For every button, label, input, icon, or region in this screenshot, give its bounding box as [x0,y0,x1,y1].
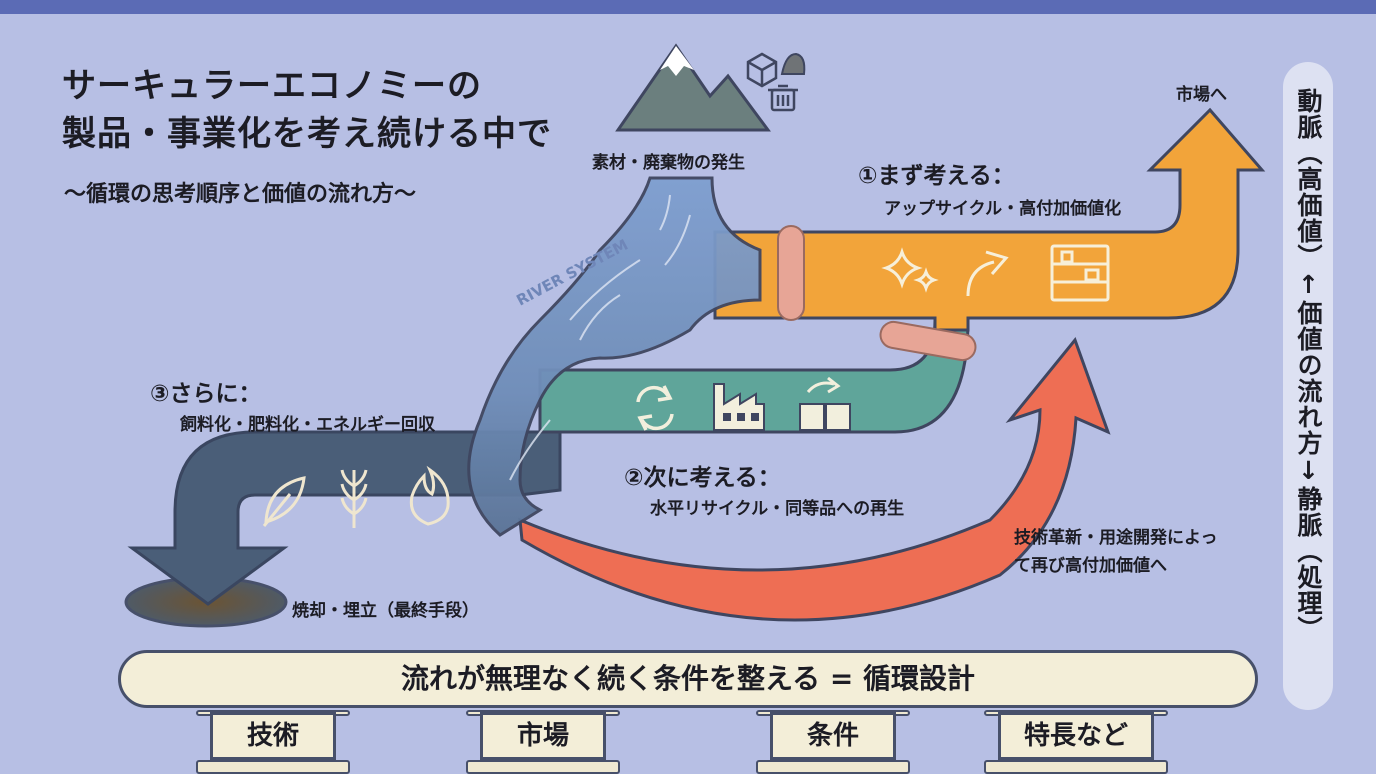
growth-arrow-icon [966,250,1009,297]
recovery-flow-arrow [127,430,562,606]
wheat-icon [340,469,368,528]
rock-icon [780,52,806,75]
step3-title: ③さらに： [150,381,262,407]
step2-title: ②次に考える： [624,465,781,491]
pillar-label: 技術 [210,712,336,760]
page-subtitle: 〜循環の思考順序と価値の流れ方〜 [64,182,417,207]
pillar-base [984,760,1168,774]
recycle-icon [636,385,674,431]
pillar-label: 条件 [770,712,896,760]
circular-design-banner: 流れが無理なく続く条件を整える = 循環設計 [118,650,1258,708]
source-label: 素材・廃棄物の発生 [592,153,745,173]
title-line-2: 製品・事業化を考え続ける中で [62,114,552,154]
pillar-base [466,760,620,774]
step1-title: ①まず考える： [858,163,1015,189]
innovation-line-2: て再び高付加価値へ [1014,556,1167,576]
factory-icon [713,383,765,431]
step2-description: 水平リサイクル・同等品への再生 [650,499,905,519]
product-shelf-icon [1050,244,1110,302]
valve-upcycle [777,225,805,321]
sparkle-icon [881,247,939,293]
mountain-icon [615,43,771,132]
leaf-icon [262,476,306,527]
pillar-base [196,760,350,774]
disposal-label: 焼却・埋立（最終手段） [292,601,479,621]
innovation-return-arrow [518,336,1111,622]
trash-icon [768,84,798,112]
reuse-boxes-icon [799,376,851,431]
upcycle-flow-arrow [713,107,1266,332]
innovation-label: 技術革新・用途開発によっ て再び高付加価値へ [1014,524,1218,580]
river-streaks [509,194,691,481]
step1-description: アップサイクル・高付加価値化 [884,199,1122,219]
page-title: サーキュラーエコノミーの 製品・事業化を考え続ける中で [62,62,552,158]
market-label: 市場へ [1176,85,1227,105]
flame-icon [409,465,450,526]
value-flow-sidebar-text: 動脈（高価値）↑価値の流れ方↓静脈（処理） [1294,88,1323,642]
pillar-label: 市場 [480,712,606,760]
pillar-base [756,760,910,774]
step3-description: 飼料化・肥料化・エネルギー回収 [180,415,435,435]
box-icon [746,52,778,88]
value-flow-sidebar: 動脈（高価値）↑価値の流れ方↓静脈（処理） [1283,62,1333,710]
valve-recycle [879,320,977,362]
innovation-line-1: 技術革新・用途開発によっ [1014,528,1218,548]
pillar-label: 特長など [998,712,1154,760]
top-accent-bar [0,0,1376,14]
river-system-flow [467,176,762,537]
title-line-1: サーキュラーエコノミーの [62,66,482,106]
